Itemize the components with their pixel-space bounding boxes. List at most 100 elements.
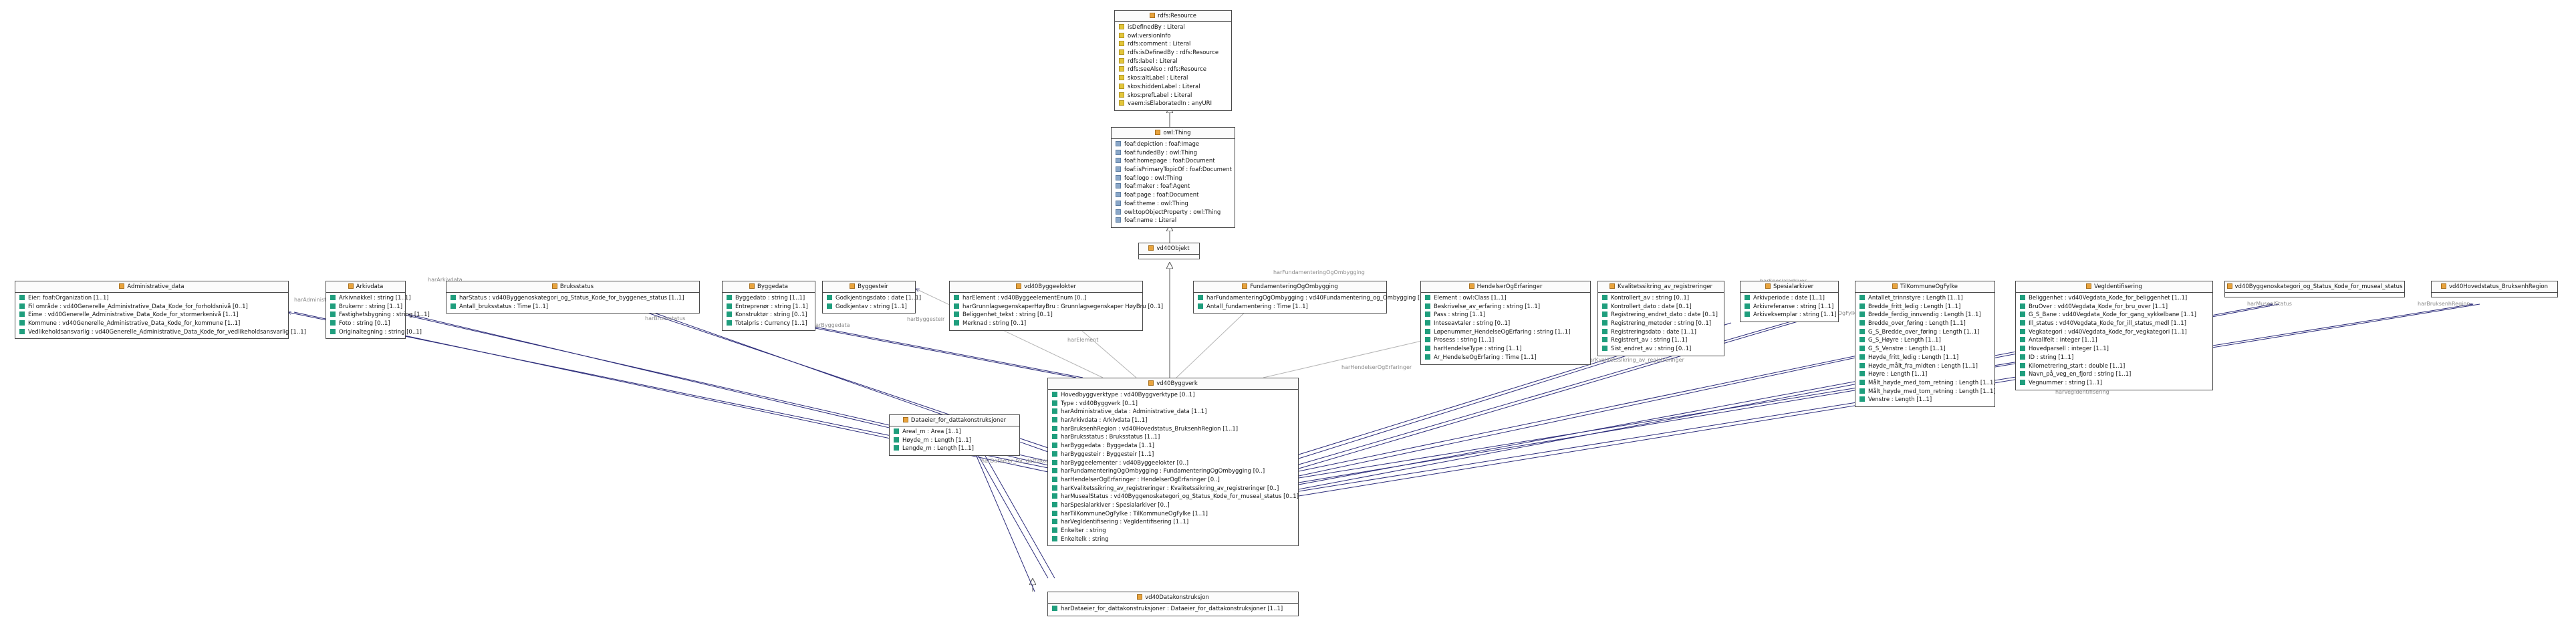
class-icon: [1137, 594, 1143, 600]
class-icon: [348, 283, 354, 289]
class-header: Byggesteir: [823, 281, 915, 293]
attribute-row: harStatus : vd40Byggenoskategori_og_Stat…: [446, 294, 699, 303]
attribute-icon: [1116, 141, 1121, 146]
attribute-text: isDefinedBy : Literal: [1128, 24, 1185, 31]
attribute-icon: [2020, 312, 2025, 318]
attribute-row: Fastighetsbygning : string [1..1]: [326, 311, 430, 320]
attribute-icon: [2020, 303, 2025, 309]
attribute-text: foaf:maker : foaf:Agent: [1124, 183, 1190, 191]
attribute-icon: [1052, 519, 1057, 525]
class-header: HendelserOgErfaringer: [1421, 281, 1590, 293]
class-vd40-byggenoskategori[interactable]: vd40Byggenoskategori_og_Status_Kode_for_…: [2224, 281, 2405, 297]
attribute-icon: [827, 303, 832, 309]
edge-label-administrative: harAdministrative_data: [294, 297, 357, 303]
attribute-row: Bredde_fritt_ledig : Length [1..1]: [1855, 303, 1994, 312]
class-vd40-hovedstatus[interactable]: vd40Hovedstatus_BruksenhRegion: [2431, 281, 2558, 297]
attribute-text: harMusealStatus : vd40Byggenoskategori_o…: [1061, 493, 1299, 501]
attribute-row: harFundamenteringOgOmbygging : vd40Funda…: [1194, 294, 1433, 303]
class-vd40bject[interactable]: vd40Objekt: [1138, 243, 1200, 259]
attribute-icon: [1745, 312, 1750, 318]
attribute-icon: [1859, 328, 1865, 334]
attribute-row: Brukernr : string [1..1]: [326, 303, 405, 312]
assoc-tilknytning-2: [1298, 341, 1932, 477]
attribute-icon: [1602, 312, 1607, 318]
attribute-row: G_S_Bane : vd40Vegdata_Kode_for_gang_syk…: [2016, 311, 2212, 320]
attribute-text: Enkelter : string: [1061, 527, 1106, 534]
attribute-icon: [1859, 379, 1865, 385]
attribute-icon: [450, 295, 456, 300]
attribute-row: Prosess : string [1..1]: [1421, 336, 1590, 345]
attribute-text: G_S_Venstre : Length [1..1]: [1868, 346, 1946, 353]
attribute-icon: [1116, 166, 1121, 172]
attribute-icon: [1425, 295, 1430, 300]
attribute-icon: [1116, 217, 1121, 223]
class-header: FundamenteringOgOmbygging: [1194, 281, 1386, 293]
attribute-icon: [1425, 303, 1430, 309]
attribute-icon: [19, 320, 25, 326]
attribute-icon: [1119, 49, 1124, 55]
attribute-row: Løpenummer_HendelseOgErfaring : string […: [1421, 328, 1590, 337]
attribute-icon: [1602, 295, 1607, 300]
attribute-row: harVegIdentifisering : VegIdentifisering…: [1048, 518, 1298, 527]
class-name: Byggedata: [757, 283, 789, 290]
attribute-row: Pass : string [1..1]: [1421, 311, 1590, 320]
attribute-text: Antall_bruksstatus : Time [1..1]: [459, 303, 549, 310]
class-name: FundamenteringOgOmbygging: [1250, 283, 1338, 290]
attribute-list: harElement : vd40ByggeelementEnum [0..]h…: [950, 293, 1163, 330]
attribute-text: vaem:isElaboratedIn : anyURI: [1128, 100, 1212, 108]
attribute-icon: [1052, 451, 1057, 457]
attribute-icon: [1052, 527, 1057, 533]
attribute-list: Element : owl:Class [1..1]Beskrivelse_av…: [1421, 293, 1590, 364]
attribute-list: Antallet_trinnstyre : Length [1..1] Bredd…: [1855, 293, 1996, 406]
assoc-datakonstruksjon: [975, 454, 1035, 592]
class-fundamentering[interactable]: FundamenteringOgOmbygging harFundamenteri…: [1193, 281, 1433, 314]
attribute-text: skos:hiddenLabel : Literal: [1128, 83, 1200, 90]
attribute-row: foaf:logo : owl:Thing: [1112, 174, 1235, 183]
attribute-text: Konstruktør : string [0..1]: [735, 312, 807, 319]
attribute-text: foaf:fundedBy : owl:Thing: [1124, 149, 1197, 156]
edge-label-kvalitet: harKvalitetssikring_av_registreringer: [1586, 357, 1684, 363]
attribute-text: Kommune : vd40Generelle_Administrative_D…: [28, 320, 241, 328]
attribute-row: foaf:page : foaf:Document: [1112, 191, 1235, 200]
attribute-text: harFundamenteringOgOmbygging : Fundament…: [1061, 468, 1265, 475]
class-icon: [1149, 13, 1155, 18]
class-icon: [749, 283, 755, 289]
attribute-row: owl:versionInfo: [1115, 32, 1231, 41]
attribute-row: Beskrivelse_av_erfaring : string [1..1]: [1421, 303, 1590, 312]
attribute-icon: [1425, 337, 1430, 343]
attribute-icon: [2020, 362, 2025, 368]
attribute-text: Bredde_ferdig_innvendig : Length [1..1]: [1868, 312, 1981, 319]
assoc-tilknytning: [1298, 342, 1925, 472]
attribute-icon: [1116, 183, 1121, 189]
attribute-icon: [2020, 379, 2025, 385]
attribute-icon: [727, 303, 732, 309]
attribute-icon: [1052, 459, 1057, 465]
edge-label-byggedata: harByggedata: [812, 322, 850, 328]
attribute-row: Høyde_målt_fra_midten : Length [1..1]: [1855, 362, 1994, 371]
attribute-text: Antallet_trinnstyre : Length [1..1]: [1868, 295, 1963, 301]
attribute-text: Godkjentingsdato : date [1..1]: [835, 295, 922, 301]
attribute-text: Registrering_metoder : string [0..1]: [1611, 320, 1712, 328]
attribute-row: Areal_m : Area [1..1]: [890, 428, 1019, 437]
attribute-text: skos:altLabel : Literal: [1128, 75, 1188, 82]
edge-label-hendelser: harHendelserOgErfaringer: [1341, 364, 1412, 370]
attribute-list: Byggedato : string [1..1]Entreprenør : s…: [723, 293, 815, 330]
attribute-icon: [19, 328, 25, 334]
